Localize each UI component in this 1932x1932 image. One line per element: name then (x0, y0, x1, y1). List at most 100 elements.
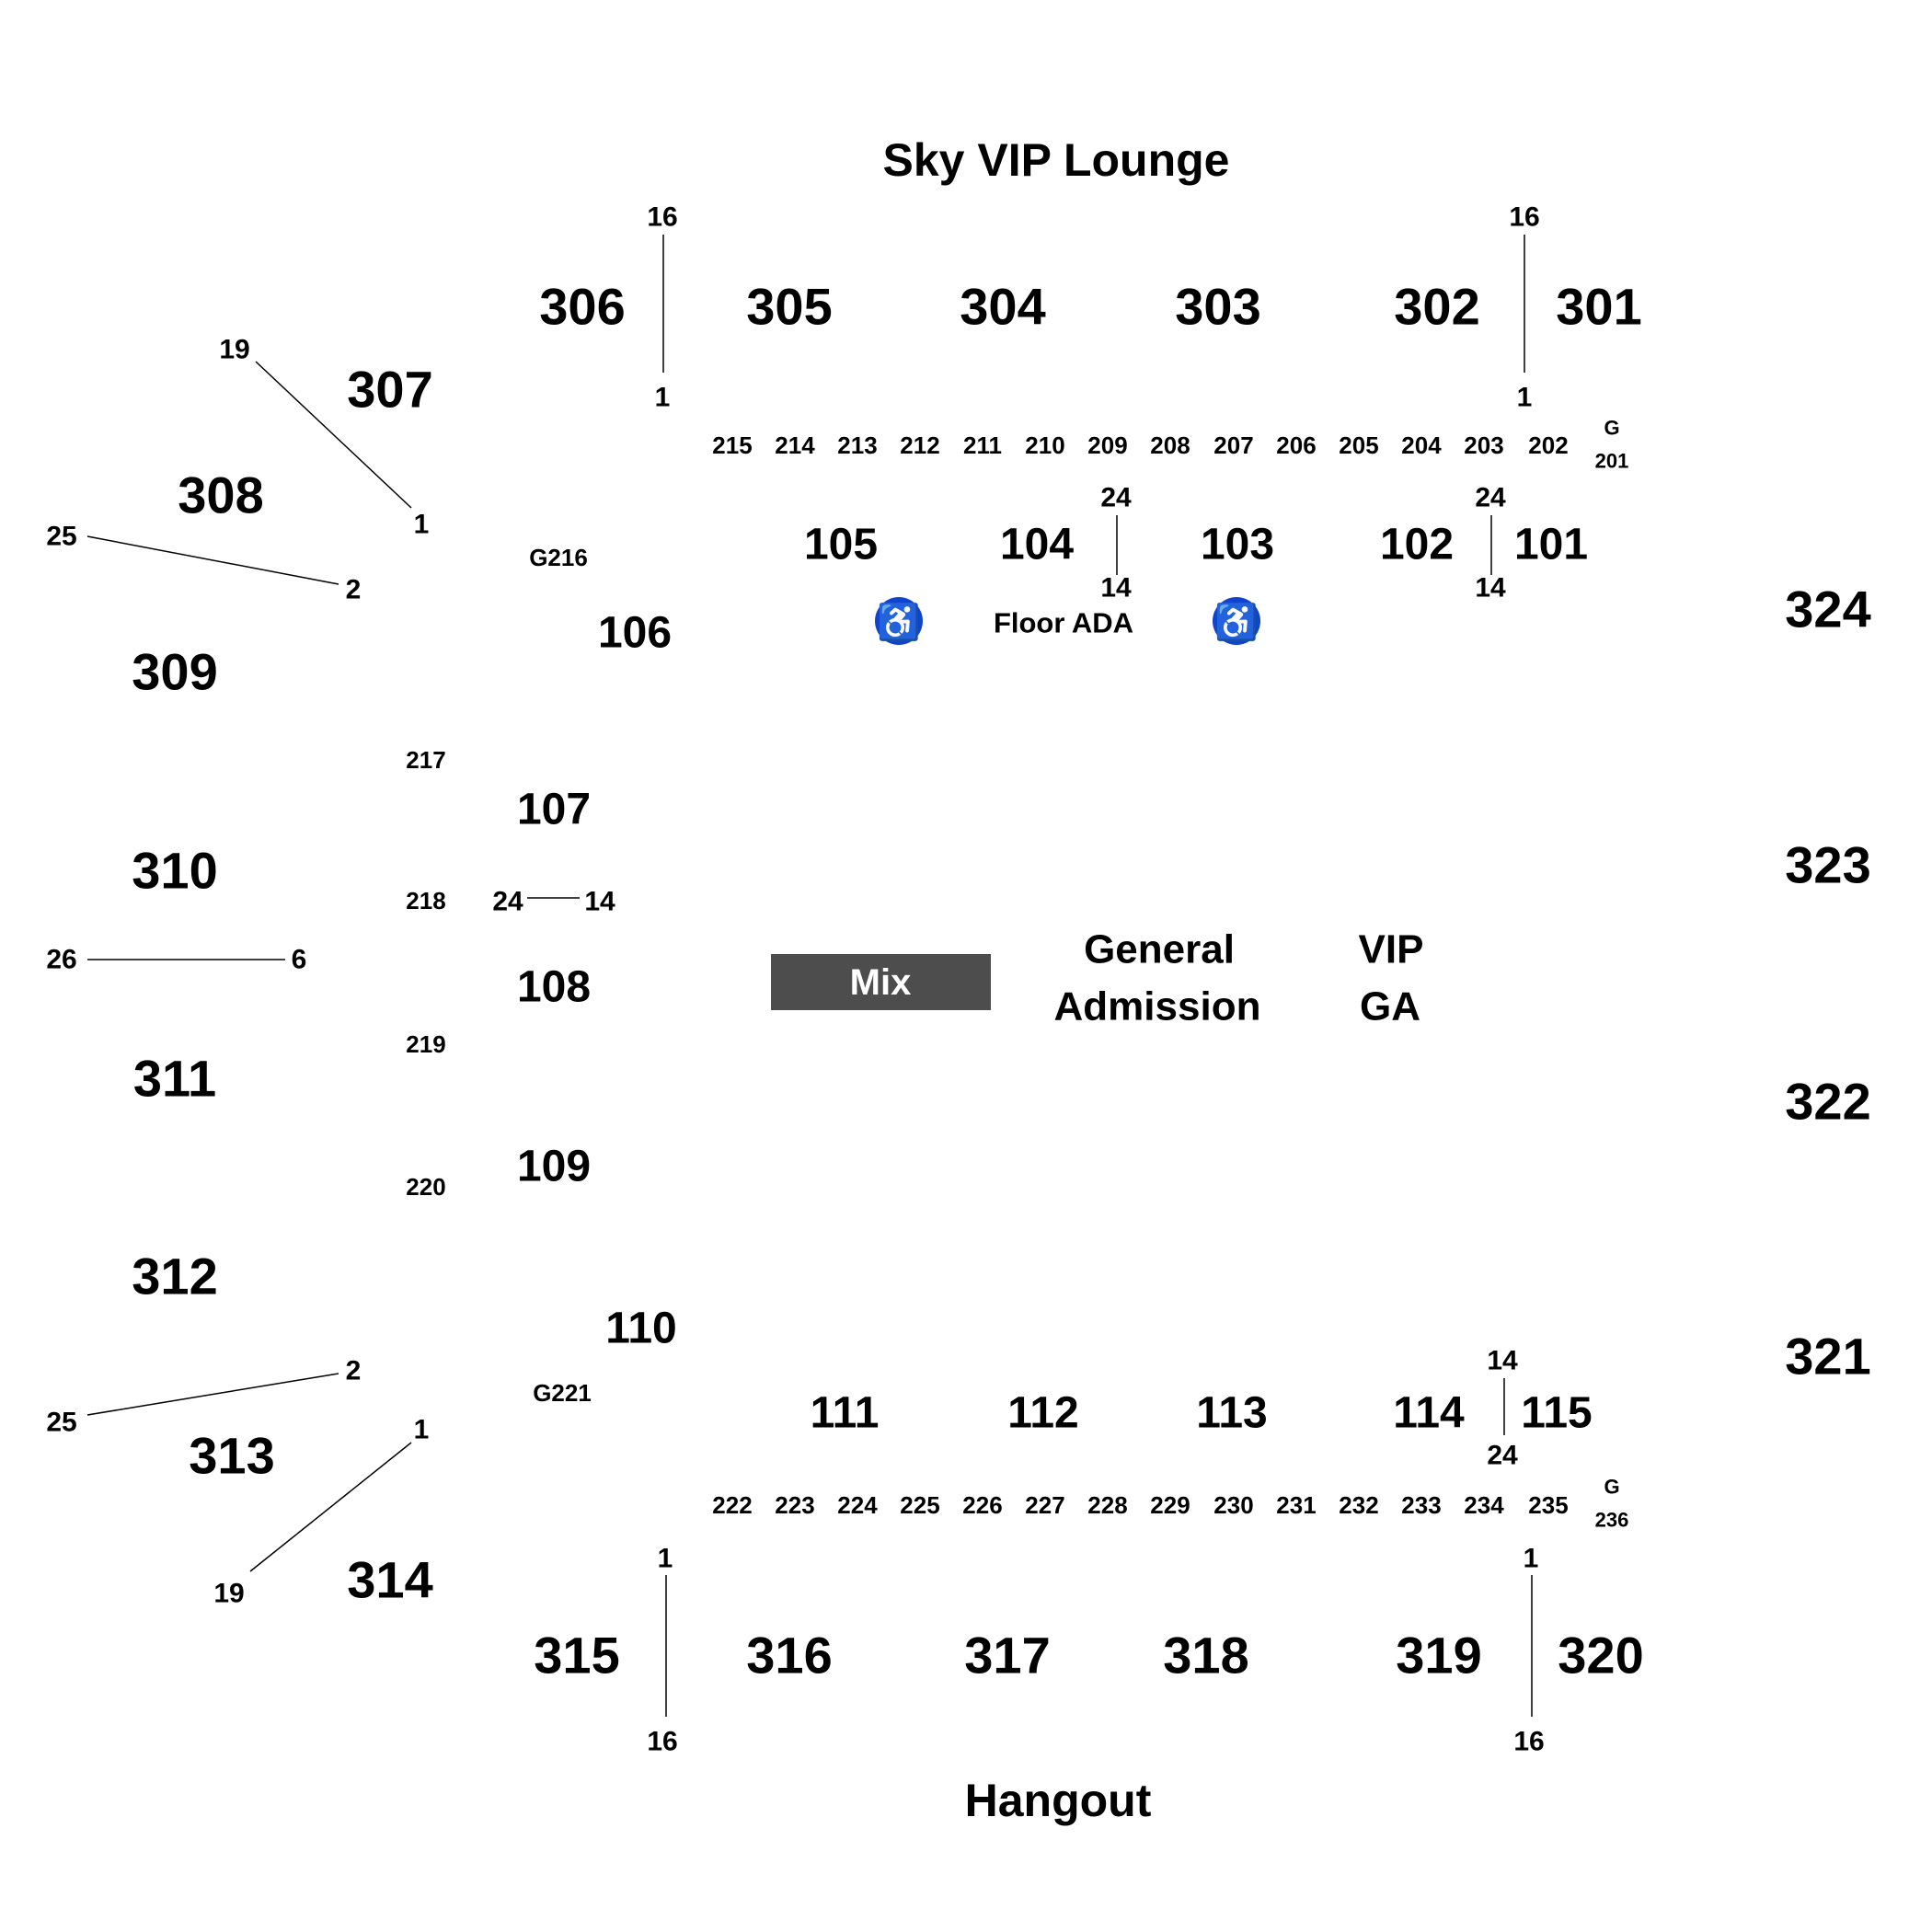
section-320[interactable]: 320 (1558, 1627, 1643, 1685)
section-225[interactable]: 225 (900, 1491, 939, 1519)
section-319[interactable]: 319 (1396, 1627, 1481, 1685)
section-227[interactable]: 227 (1025, 1491, 1064, 1519)
row-marker: 19 (213, 1579, 244, 1609)
section-107[interactable]: 107 (517, 786, 591, 834)
section-311[interactable]: 311 (133, 1050, 216, 1108)
section-324[interactable]: 324 (1785, 581, 1870, 638)
section-307[interactable]: 307 (347, 361, 432, 419)
row-marker: 14 (1475, 573, 1506, 604)
row-marker: 6 (292, 945, 307, 975)
section-322[interactable]: 322 (1785, 1073, 1870, 1131)
section-317[interactable]: 317 (964, 1627, 1050, 1685)
gate-g221: G221 (533, 1379, 592, 1407)
mix-position[interactable]: Mix (771, 954, 991, 1010)
row-marker: 24 (492, 887, 523, 917)
section-318[interactable]: 318 (1163, 1627, 1248, 1685)
row-marker: 14 (1100, 573, 1132, 604)
section-234[interactable]: 234 (1464, 1491, 1504, 1519)
section-105[interactable]: 105 (804, 521, 878, 569)
row-marker: 26 (46, 945, 76, 975)
section-308[interactable]: 308 (178, 466, 263, 524)
section-204[interactable]: 204 (1401, 431, 1442, 459)
vip-ga-line2[interactable]: GA (1360, 984, 1420, 1029)
section-219[interactable]: 219 (406, 1030, 445, 1058)
section-218[interactable]: 218 (406, 887, 445, 914)
gate-236-g: G (1604, 1476, 1619, 1499)
section-210[interactable]: 210 (1025, 431, 1064, 459)
section-224[interactable]: 224 (837, 1491, 878, 1519)
section-313[interactable]: 313 (189, 1427, 274, 1485)
row-marker: 16 (1509, 202, 1539, 233)
gate-g216: G216 (529, 544, 588, 571)
general-admission-line2[interactable]: Admission (1054, 984, 1261, 1029)
section-101[interactable]: 101 (1514, 521, 1588, 569)
row-marker: 19 (219, 335, 249, 365)
section-229[interactable]: 229 (1150, 1491, 1190, 1519)
section-112[interactable]: 112 (1007, 1389, 1078, 1438)
section-321[interactable]: 321 (1785, 1328, 1870, 1386)
row-marker: 24 (1475, 483, 1506, 513)
section-205[interactable]: 205 (1339, 431, 1378, 459)
section-312[interactable]: 312 (132, 1248, 217, 1305)
section-303[interactable]: 303 (1175, 278, 1260, 336)
row-marker: 25 (46, 1408, 76, 1438)
section-314[interactable]: 314 (347, 1551, 432, 1609)
section-305[interactable]: 305 (746, 278, 832, 336)
section-315[interactable]: 315 (534, 1627, 619, 1685)
section-102[interactable]: 102 (1380, 521, 1454, 569)
section-207[interactable]: 207 (1213, 431, 1253, 459)
row-marker: 2 (346, 1356, 362, 1386)
row-marker: 1 (1524, 1544, 1539, 1574)
section-114[interactable]: 114 (1393, 1389, 1465, 1438)
section-310[interactable]: 310 (132, 842, 217, 900)
section-233[interactable]: 233 (1401, 1491, 1441, 1519)
section-110[interactable]: 110 (605, 1305, 676, 1353)
section-230[interactable]: 230 (1213, 1491, 1253, 1519)
section-104[interactable]: 104 (1000, 521, 1074, 569)
section-206[interactable]: 206 (1276, 431, 1316, 459)
section-222[interactable]: 222 (712, 1491, 752, 1519)
section-208[interactable]: 208 (1150, 431, 1190, 459)
section-306[interactable]: 306 (539, 278, 625, 336)
section-111[interactable]: 111 (811, 1389, 880, 1438)
row-marker: 2 (346, 575, 362, 605)
section-106[interactable]: 106 (598, 609, 672, 658)
section-304[interactable]: 304 (960, 278, 1045, 336)
section-209[interactable]: 209 (1087, 431, 1127, 459)
section-214[interactable]: 214 (775, 431, 815, 459)
section-212[interactable]: 212 (900, 431, 939, 459)
section-109[interactable]: 109 (517, 1143, 591, 1191)
section-202[interactable]: 202 (1528, 431, 1568, 459)
vip-ga-line1[interactable]: VIP (1359, 927, 1424, 972)
section-103[interactable]: 103 (1201, 521, 1274, 569)
section-115[interactable]: 115 (1521, 1389, 1592, 1438)
row-marker: 1 (414, 510, 430, 540)
section-215[interactable]: 215 (712, 431, 752, 459)
svg-text:♿: ♿ (877, 602, 920, 642)
section-302[interactable]: 302 (1394, 278, 1479, 336)
row-marker: 14 (584, 887, 615, 917)
section-226[interactable]: 226 (962, 1491, 1002, 1519)
floor-ada-label: Floor ADA (994, 607, 1133, 639)
section-309[interactable]: 309 (132, 643, 217, 701)
section-228[interactable]: 228 (1087, 1491, 1127, 1519)
section-113[interactable]: 113 (1196, 1389, 1267, 1438)
section-108[interactable]: 108 (517, 963, 591, 1012)
section-232[interactable]: 232 (1339, 1491, 1378, 1519)
gate-236-number: 236 (1595, 1509, 1629, 1532)
section-220[interactable]: 220 (406, 1173, 445, 1201)
section-235[interactable]: 235 (1528, 1491, 1568, 1519)
row-marker: 24 (1100, 483, 1132, 513)
section-231[interactable]: 231 (1276, 1491, 1316, 1519)
section-223[interactable]: 223 (775, 1491, 814, 1519)
row-marker: 25 (46, 522, 76, 552)
section-203[interactable]: 203 (1464, 431, 1503, 459)
section-211[interactable]: 211 (963, 431, 1002, 459)
section-301[interactable]: 301 (1556, 278, 1641, 336)
section-323[interactable]: 323 (1785, 836, 1870, 894)
section-316[interactable]: 316 (746, 1627, 832, 1685)
section-213[interactable]: 213 (837, 431, 877, 459)
section-217[interactable]: 217 (406, 746, 445, 774)
hangout-label: Hangout (965, 1775, 1152, 1826)
general-admission-line1[interactable]: General (1084, 927, 1235, 972)
